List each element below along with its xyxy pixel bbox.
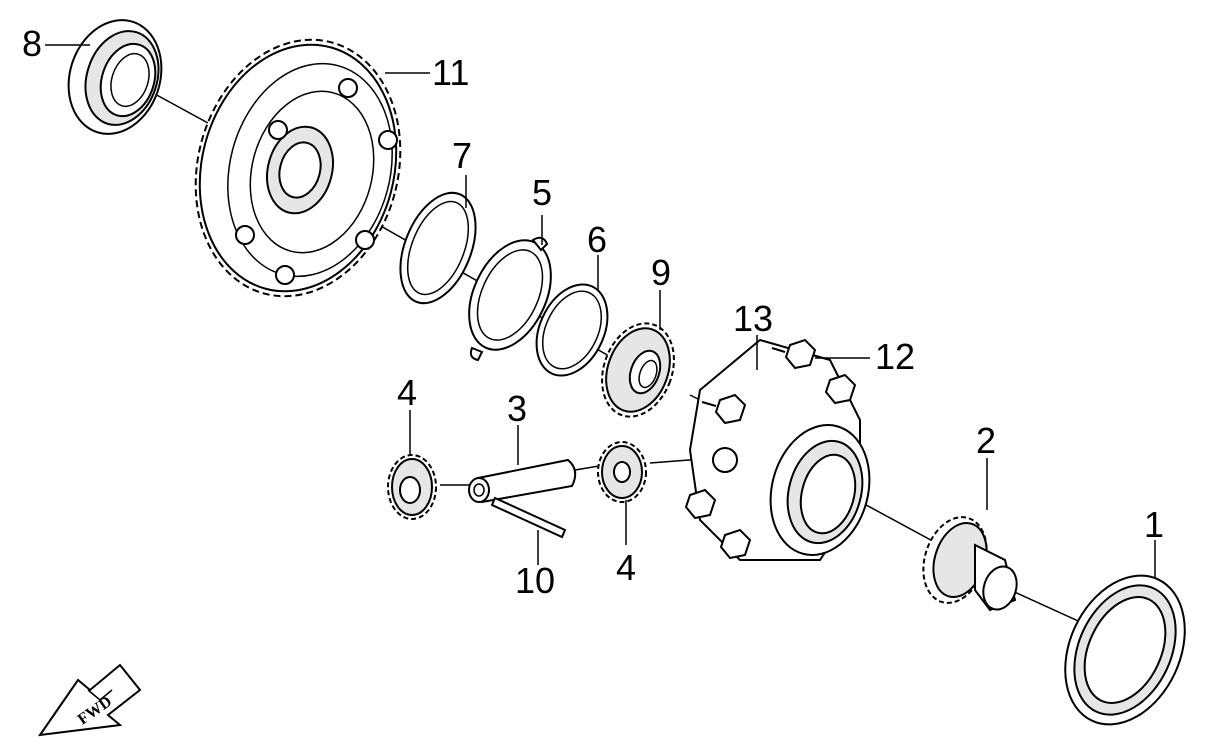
differential-case [684,338,871,561]
callout-1: 1 [1144,504,1164,545]
bearing-top [67,19,163,135]
callout-6: 6 [587,219,607,260]
side-gear [601,322,675,418]
lock-pin [490,496,567,539]
callout-labels: 1 2 3 4 4 5 6 7 8 9 10 11 12 13 [22,23,1164,601]
callout-3: 3 [507,388,527,429]
callout-8: 8 [22,23,42,64]
thrust-washer [399,191,477,305]
callout-2: 2 [976,420,996,461]
pinion-shaft [468,458,577,504]
ring-washer [535,283,609,377]
output-hub [922,516,1018,612]
callout-4-right: 4 [616,547,636,588]
case-bolts [684,338,857,560]
callout-7: 7 [452,135,472,176]
callout-4-left: 4 [397,372,417,413]
fwd-arrow-icon: FWD [37,663,142,737]
bearing-bottom [1064,574,1186,726]
callout-11: 11 [432,52,469,93]
callout-10: 10 [515,560,555,601]
pinion-gear-left [387,454,437,520]
callout-13: 13 [733,298,773,339]
callout-12: 12 [875,336,915,377]
ring-gear [194,38,402,298]
callout-5: 5 [532,172,552,213]
tabbed-washer [468,236,552,362]
callout-9: 9 [651,252,671,293]
pinion-gear-right [597,441,647,503]
callout-leaders [45,44,1156,578]
